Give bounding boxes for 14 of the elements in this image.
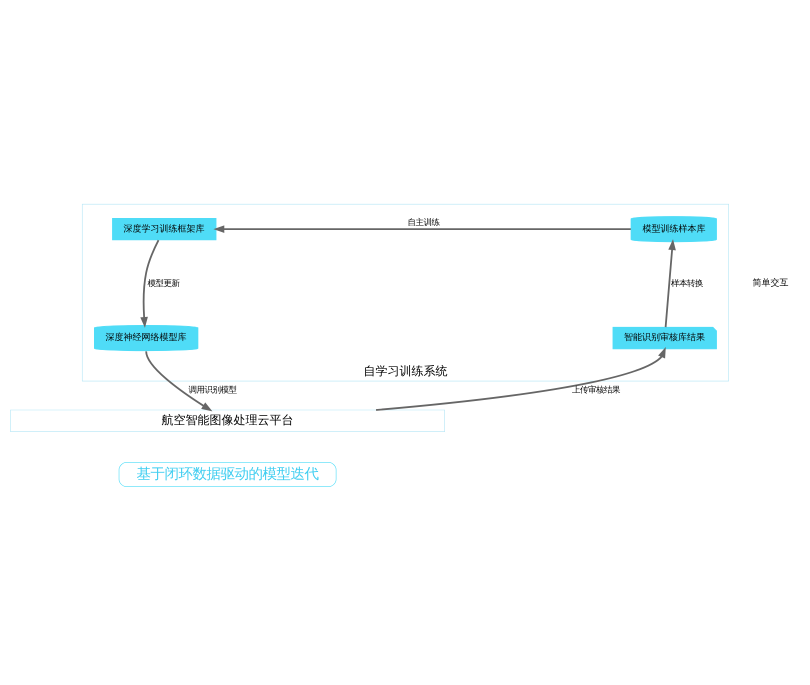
arrow <box>376 346 666 410</box>
edge-label: 上传审核结果 <box>572 384 620 394</box>
edge-label: 样本转换 <box>671 277 704 288</box>
edge-label: 调用识别模型 <box>188 384 236 394</box>
arrow <box>664 238 676 327</box>
node-box: 航空智能图像处理云平台 <box>10 409 445 432</box>
arrow <box>213 224 631 232</box>
arrow <box>140 239 160 328</box>
label: 简单交互 <box>752 278 788 288</box>
arrow <box>145 350 212 411</box>
edge-label: 模型更新 <box>148 277 180 288</box>
node-box: 基于闭环数据驱动的模型迭代 <box>118 462 336 486</box>
edge-label: 自主训练 <box>408 216 440 227</box>
node-box: 深度学习训练框架库 <box>112 217 216 240</box>
